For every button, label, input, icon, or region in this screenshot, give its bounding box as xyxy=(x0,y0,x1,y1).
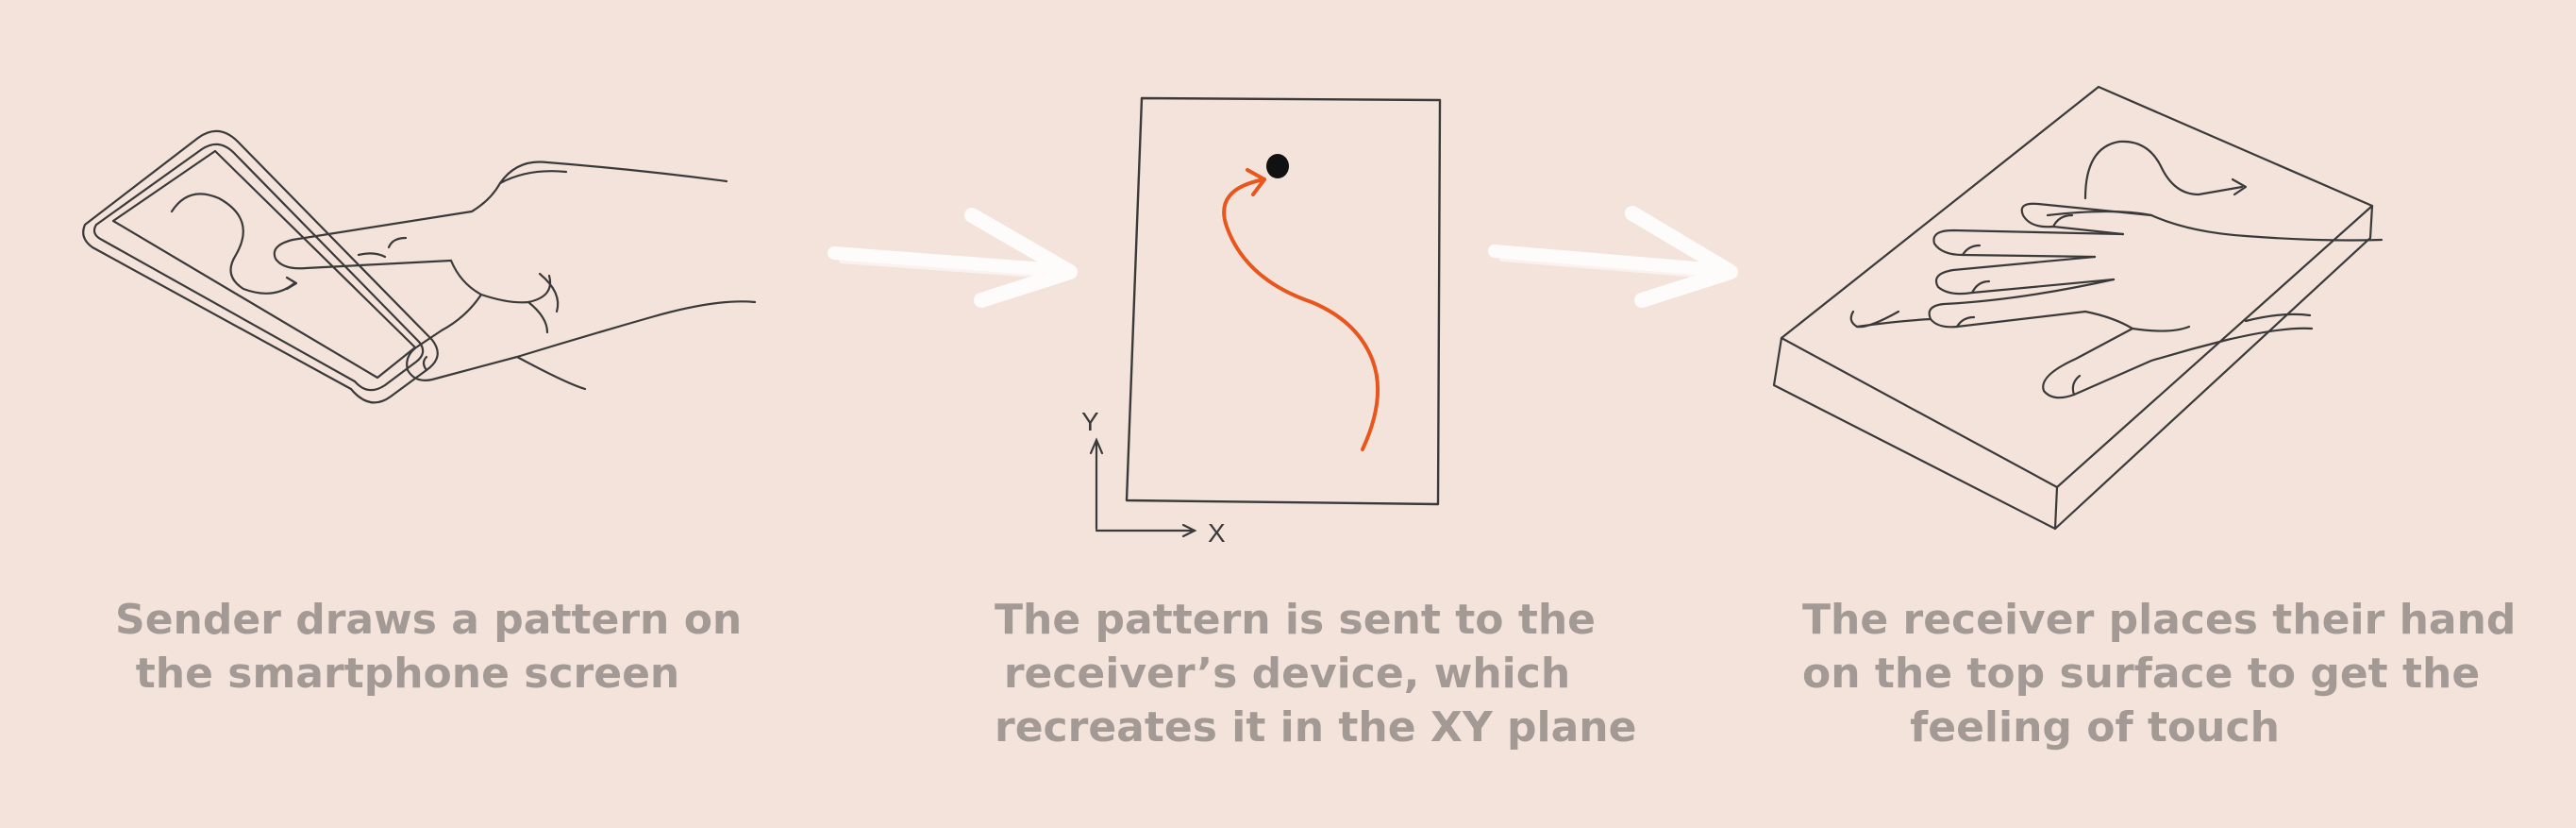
step-1-caption: Sender draws a pattern on the smartphone… xyxy=(115,593,743,701)
xy-axes xyxy=(1089,437,1197,538)
step-2-caption: The pattern is sent to the receiver’s de… xyxy=(995,593,1637,754)
end-point-dot xyxy=(1266,154,1289,178)
smartphone xyxy=(82,129,439,404)
sender-hand xyxy=(273,161,757,391)
step-2-xy-plane-illustration: Y X xyxy=(1081,96,1442,548)
caption-line: The pattern is sent to the xyxy=(995,596,1597,644)
pattern-arrowhead xyxy=(1246,168,1266,196)
receiver-device xyxy=(1772,85,2374,531)
surface-pattern xyxy=(2083,140,2244,200)
x-axis-label: X xyxy=(1208,518,1226,548)
flow-arrow-2 xyxy=(1488,206,1738,308)
caption-line: on the top surface to get the xyxy=(1802,650,2481,698)
caption-line: the smartphone screen xyxy=(135,650,680,698)
caption-line: recreates it in the XY plane xyxy=(995,703,1637,752)
step-1-smartphone-illustration xyxy=(82,129,757,404)
drawn-pattern xyxy=(170,193,296,295)
y-axis-label: Y xyxy=(1081,407,1099,436)
recreated-pattern xyxy=(1222,177,1380,451)
step-3-caption: The receiver places their hand on the to… xyxy=(1802,593,2517,754)
caption-line: The receiver places their hand xyxy=(1802,596,2517,644)
pattern-arrowhead xyxy=(285,276,298,291)
surface-pattern-arrowhead xyxy=(2231,177,2248,196)
illustrations: Y X xyxy=(82,85,2384,548)
caption-line: Sender draws a pattern on xyxy=(115,596,743,644)
caption-line: feeling of touch xyxy=(1910,703,2280,752)
flow-arrow-1 xyxy=(828,208,1078,308)
xy-plane-frame xyxy=(1125,96,1442,506)
step-3-receiver-device-illustration xyxy=(1772,85,2384,531)
receiver-hand xyxy=(1849,202,2384,399)
caption-line: receiver’s device, which xyxy=(1003,650,1571,698)
